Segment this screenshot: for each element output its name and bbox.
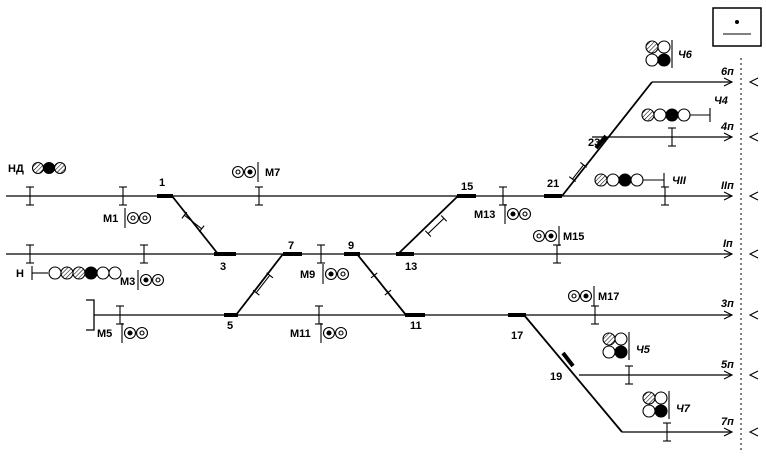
track-label-5: 5п: [721, 359, 734, 371]
ladder-21-6p: [561, 81, 653, 197]
signal-m1-head: [124, 208, 152, 228]
crossover-1-3: [171, 195, 219, 255]
signal-label-ch7: Ч7: [676, 403, 691, 415]
switch-label-1: 1: [159, 177, 165, 189]
signal-label-ch6: Ч6: [678, 49, 693, 61]
diagonal-joints: [181, 162, 588, 296]
legend-box: [712, 7, 762, 47]
track-label-2: IIп: [721, 180, 734, 192]
switch-label-11: 11: [410, 320, 422, 332]
track-label-6: 6п: [721, 66, 734, 78]
signal-label-m3: М3: [120, 276, 135, 288]
signal-label-m9: М9: [300, 269, 315, 281]
track-joints: [26, 127, 676, 442]
signal-ch4-head: [641, 108, 711, 122]
signal-label-n: Н: [16, 268, 24, 280]
ladder-17-7p: [523, 314, 623, 433]
switch-label-5: 5: [227, 320, 233, 332]
signal-label-nd: НД: [8, 163, 24, 175]
signal-label-m13: М13: [474, 209, 495, 221]
signal-label-m5: М5: [97, 328, 112, 340]
signal-label-m17: М17: [598, 291, 619, 303]
buffer-stop: [86, 299, 95, 331]
signal-m5-head: [121, 323, 149, 343]
signal-n-head: [31, 266, 122, 280]
switch-label-21: 21: [547, 178, 559, 190]
signal-label-ch2: ЧII: [672, 175, 687, 187]
switch-label-17: 17: [511, 330, 523, 342]
signal-nd-lamps: [31, 161, 67, 175]
switch-label-23: 23: [588, 137, 600, 149]
crossover-13-15: [397, 195, 459, 255]
signal-m7-head: [231, 162, 259, 182]
signal-m13-head: [504, 204, 532, 224]
switch-label-7: 7: [288, 240, 294, 252]
signal-label-m7: М7: [265, 167, 280, 179]
signal-label-m11: М11: [290, 328, 311, 340]
switch-label-19: 19: [550, 371, 562, 383]
track-label-1: Iп: [723, 238, 733, 250]
signal-label-m15: М15: [563, 231, 584, 243]
crossover-5-7: [235, 253, 284, 316]
signal-m15-head: [532, 226, 560, 246]
signal-ch7-head: [642, 391, 670, 419]
track-label-4: 4п: [720, 121, 734, 133]
signal-label-ch5: Ч5: [636, 344, 651, 356]
signal-m17-head: [567, 286, 595, 306]
switch-label-3: 3: [220, 261, 226, 273]
signal-label-ch4: Ч4: [714, 95, 728, 107]
switch-label-15: 15: [461, 181, 473, 193]
signal-ch6-head: [645, 40, 673, 68]
track-label-3: 3п: [721, 298, 734, 310]
signal-m3-head: [137, 270, 165, 290]
signal-ch2-head: [594, 173, 665, 187]
signal-ch5-head: [602, 332, 630, 360]
signal-label-m1: М1: [103, 213, 118, 225]
signal-m9-head: [322, 264, 350, 284]
switch-point-marks: [157, 134, 608, 368]
track-label-7: 7п: [721, 416, 734, 428]
signal-m11-head: [320, 323, 348, 343]
switch-label-9: 9: [348, 240, 354, 252]
switch-label-13: 13: [405, 261, 417, 273]
track-end-arrows: [723, 77, 759, 437]
